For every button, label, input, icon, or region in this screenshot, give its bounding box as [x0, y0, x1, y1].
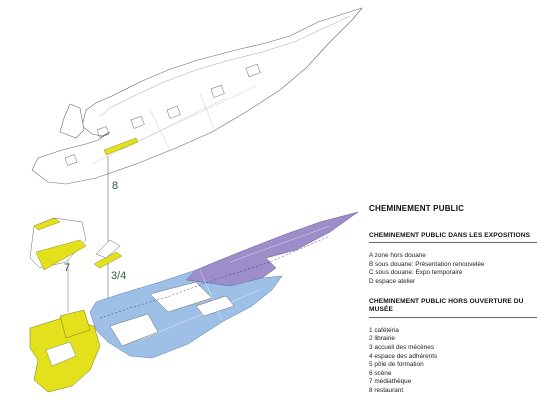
- level-8-grid: [91, 85, 257, 165]
- level-7-top-strip: [33, 217, 61, 231]
- legend-item: 6 scène: [369, 369, 392, 377]
- zone-purple: [185, 211, 359, 287]
- floor-label-7: 7: [64, 262, 71, 274]
- level-8-skylights: [64, 63, 261, 166]
- level-7-floor: [29, 217, 123, 271]
- legend-item: D espace atelier: [369, 277, 416, 285]
- legend-title: CHEMINEMENT PUBLIC: [369, 204, 465, 213]
- legend-item: 4 espace des adhérents: [369, 352, 438, 360]
- legend: CHEMINEMENT PUBLIC CHEMINEMENT PUBLIC DA…: [369, 204, 537, 407]
- legend-item: A zone hors douane: [369, 252, 426, 260]
- zone-blue: [89, 269, 283, 359]
- floor-label-3-4: 3/4: [111, 270, 127, 282]
- legend-section-1-heading: CHEMINEMENT PUBLIC DANS LES EXPOSITIONS: [369, 232, 537, 244]
- level-3-4-slab: [95, 239, 121, 259]
- legend-section-2-heading: CHEMINEMENT PUBLIC HORS OUVERTURE DU MUS…: [369, 298, 537, 318]
- exhibition-box-3: [195, 295, 235, 317]
- legend-section-1-list: A zone hors douane B sous douane: Présen…: [369, 252, 537, 286]
- legend-item: B sous douane: Présentation renouvelée: [369, 260, 485, 268]
- ground-floor: [29, 211, 359, 393]
- level-8-inner-contour: [99, 15, 351, 117]
- level-8-floor: [31, 7, 363, 185]
- legend-item: 1 cafétéria: [369, 326, 399, 334]
- level-8-left-wing: [59, 103, 85, 139]
- legend-item: 2 librairie: [369, 335, 395, 343]
- level-8-slab: [31, 7, 363, 185]
- yellow-wing-detail: [45, 341, 77, 367]
- circulation-path: [99, 235, 331, 319]
- level-8-restaurant-strip: [103, 137, 139, 156]
- level-7-mediatheque: [35, 239, 87, 271]
- floor-label-8: 8: [112, 180, 119, 192]
- legend-item: 8 restaurant: [369, 386, 404, 394]
- exhibition-box-2: [109, 313, 159, 347]
- legend-item: 7 médiathèque: [369, 378, 412, 386]
- zone-yellow-block: [59, 309, 91, 339]
- ground-grid: [139, 225, 331, 341]
- legend-section-2-list: 1 cafétéria 2 librairie 3 accueil des mé…: [369, 327, 537, 396]
- legend-item: C sous douane: Expo temporaire: [369, 269, 463, 277]
- exhibition-box-1: [149, 281, 213, 313]
- legend-item: 3 accueil des mécènes: [369, 343, 435, 351]
- legend-item: 5 pôle de formation: [369, 361, 424, 369]
